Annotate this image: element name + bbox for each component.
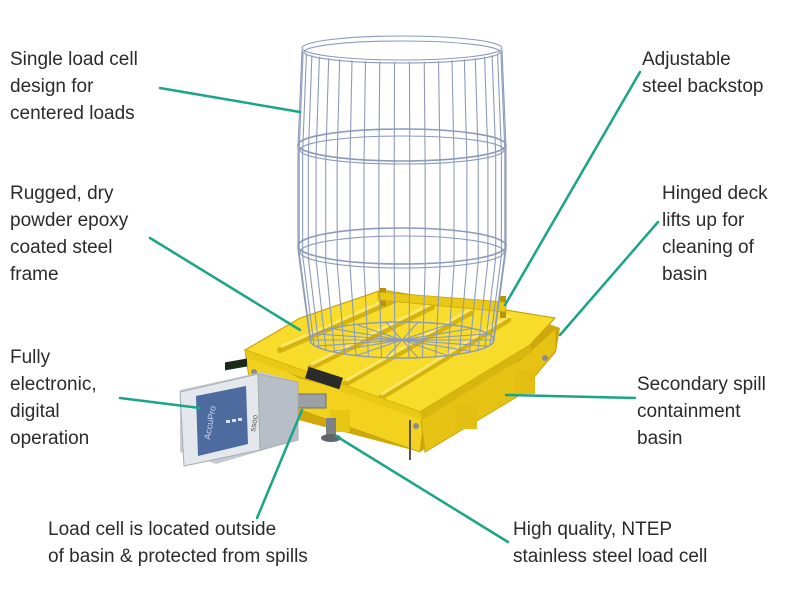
leader-ntep-load-cell <box>334 434 510 544</box>
callout-load-cell-outside: Load cell is located outside of basin & … <box>48 519 308 567</box>
drum-base-spoke <box>401 323 449 341</box>
drum-wire <box>435 61 441 357</box>
drum-wire <box>493 49 507 341</box>
callout-adjustable-backstop: Adjustable steel backstop <box>642 49 764 97</box>
drum-wire <box>315 56 327 351</box>
drum-wire <box>378 61 383 358</box>
drum-wire <box>307 55 320 348</box>
leader-lines <box>118 70 660 544</box>
drum-base-spoke <box>401 339 449 357</box>
drum-base-spoke <box>385 321 403 341</box>
drum-base-spoke <box>355 339 403 357</box>
drum-base-spoke <box>331 339 403 353</box>
drum-wire <box>363 61 369 357</box>
drum-wire <box>468 58 479 353</box>
drum-base-spoke <box>401 321 419 341</box>
leader-single-load-cell <box>158 86 302 114</box>
drum-base-spoke <box>385 339 403 359</box>
drum-wire <box>302 53 315 346</box>
drum-base-spoke <box>355 323 403 341</box>
callout-ntep-load-cell: High quality, NTEP stainless steel load … <box>513 519 708 567</box>
drum-base-spoke <box>315 333 403 341</box>
digital-indicator: AccuPro ssoo <box>179 358 299 467</box>
drum-base-spoke <box>401 339 419 359</box>
leader-secondary-spill <box>504 393 637 400</box>
drum-wire <box>489 53 502 346</box>
drum-wire <box>458 59 468 355</box>
drum-wire <box>325 58 336 353</box>
leader-adjustable-backstop <box>503 70 642 307</box>
drum-wire <box>492 51 506 343</box>
callout-secondary-spill: Secondary spill containment basin <box>637 374 766 449</box>
leader-rugged-frame <box>148 236 302 332</box>
drum-base-spoke <box>401 339 489 347</box>
drum-base-spoke <box>401 339 473 353</box>
drum-wire <box>447 60 455 356</box>
callout-hinged-deck: Hinged deck lifts up for cleaning of bas… <box>662 183 768 285</box>
drum-base-spoke <box>401 333 489 341</box>
indicator-model-text: ssoo <box>248 414 260 433</box>
indicator-display <box>225 358 247 371</box>
drum-wire <box>298 51 312 343</box>
indicator-panel <box>196 386 248 456</box>
callout-rugged-frame: Rugged, dry powder epoxy coated steel fr… <box>10 183 129 285</box>
drum-wire <box>393 61 396 358</box>
drum-wire <box>349 60 357 356</box>
leader-load-cell-outside <box>255 408 304 520</box>
drum-wire <box>297 49 311 341</box>
leader-fully-electronic <box>118 396 202 410</box>
drum-wire <box>484 55 497 348</box>
leader-hinged-deck <box>558 220 660 337</box>
callout-fully-electronic: Fully electronic, digital operation <box>10 347 97 449</box>
drum-base-spoke <box>331 327 403 341</box>
drum-wire <box>336 59 346 355</box>
callout-single-load-cell: Single load cell design for centered loa… <box>10 49 138 124</box>
drum-base-spoke <box>315 339 403 347</box>
load-cell <box>291 393 411 460</box>
brand-label-plate <box>305 366 343 390</box>
drum-base-spoke <box>401 327 473 341</box>
drum-wire <box>408 61 411 358</box>
wire-drum <box>297 35 507 359</box>
drum-wire <box>421 61 426 358</box>
drum-wire <box>477 56 489 351</box>
